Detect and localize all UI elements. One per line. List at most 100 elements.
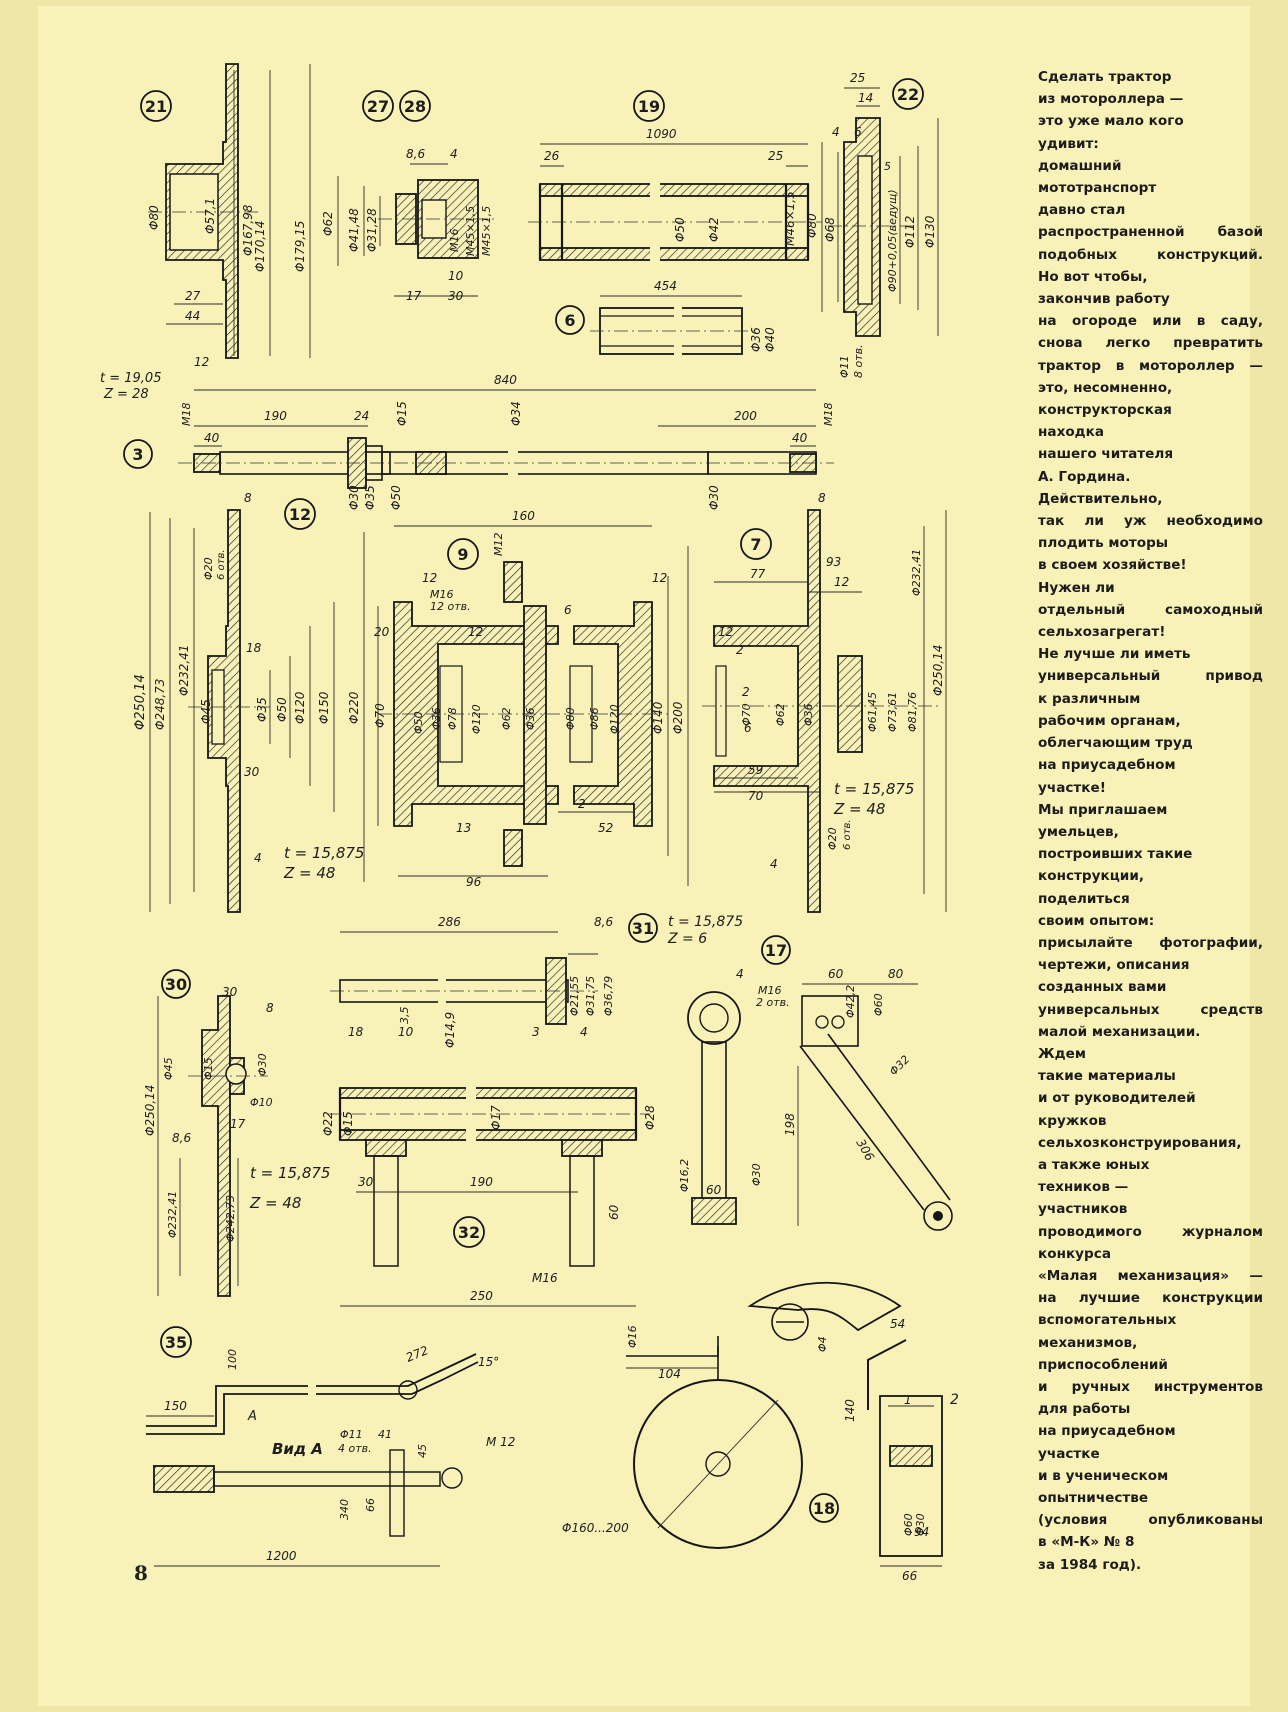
sidebar-line: давно стал <box>1038 202 1126 219</box>
dimension-label: 44 <box>185 309 200 323</box>
dimension-label: 340 <box>338 1499 351 1520</box>
dimension-label: Φ57,1 <box>203 198 217 234</box>
dimension-label: Φ250,14 <box>931 645 945 696</box>
dimension-label: Φ36 <box>524 707 537 730</box>
dimension-label: 4 <box>450 147 458 161</box>
sidebar-line: участников <box>1038 1201 1128 1218</box>
dimension-label: 25 <box>850 71 865 85</box>
dimension-label: Φ242,73 <box>224 1195 237 1242</box>
part-31: 31 t = 15,875 Z = 6 286 8,6 Φ21,55 Φ31,7… <box>330 913 743 1048</box>
dimension-label: 2 отв. <box>756 996 790 1009</box>
dimension-label: 3,5 <box>398 1007 411 1025</box>
dimension-label: Φ130 <box>923 215 937 248</box>
dimension-label: Вид А <box>272 1440 323 1458</box>
dimension-label: 8 <box>244 491 252 505</box>
part-number-balloon <box>892 78 924 110</box>
dimension-label: Φ250,14 <box>133 674 148 730</box>
dimension-label: Φ81,76 <box>906 692 919 732</box>
dimension-label: 12 <box>834 575 849 589</box>
part-3: t = 19,05 Z = 28 3 840 190 24 Φ15 Φ34 20… <box>100 371 835 510</box>
sidebar-line: на приусадебном <box>1038 757 1176 774</box>
sidebar-line: на огороде или в саду, <box>1038 313 1263 330</box>
dimension-label: 14 <box>858 91 873 105</box>
dimension-label: 2 <box>578 797 586 811</box>
part-number-balloon <box>161 969 191 999</box>
dimension-label: 26 <box>544 149 560 163</box>
sidebar-line: (условия опубликованы <box>1038 1512 1263 1529</box>
dimension-label: M12 <box>492 533 505 557</box>
dimension-label: 24 <box>354 409 369 423</box>
dimension-label: 93 <box>826 555 841 569</box>
dimension-label: Φ232,41 <box>177 645 191 696</box>
sidebar-line: а также юных <box>1038 1156 1150 1173</box>
part-27-28: 27 28 8,6 4 Φ62 Φ41,48 Φ31,28 M16 M45×1,… <box>321 90 498 303</box>
dimension-label: Φ78 <box>446 707 459 730</box>
dimension-label: Φ20 <box>826 827 839 850</box>
part-22: 22 25 14 4 6 5 Φ80 Φ68 Φ90+0,05(ведущ) Φ… <box>805 71 939 378</box>
dimension-label: 60 <box>706 1183 722 1197</box>
technical-drawing: 21 Φ80 Φ57,1 Φ167,98 Φ170,14 Φ179,15 27 … <box>100 63 959 1583</box>
dimension-label: Φ60 <box>872 993 885 1016</box>
dimension-label: 200 <box>734 409 757 423</box>
dimension-label: Φ17 <box>489 1105 503 1130</box>
part-number-balloon <box>362 90 394 122</box>
dimension-label: 8,6 <box>594 915 613 929</box>
dimension-label: 6 отв. <box>842 819 853 850</box>
dimension-label: M 12 <box>486 1435 515 1449</box>
dimension-label: 31 <box>632 919 654 938</box>
dimension-label: 4 <box>254 851 262 865</box>
dimension-label: Φ36,79 <box>602 976 615 1016</box>
part-number-balloon <box>453 1216 485 1248</box>
dimension-label: 2 <box>742 685 750 699</box>
sidebar-line: распространенной базой <box>1038 224 1263 241</box>
dimension-label: Φ80 <box>147 205 161 230</box>
dimension-label: 54 <box>890 1317 905 1331</box>
part-19: 19 1090 26 25 Φ50 Φ42 M46×1,5 <box>528 90 822 268</box>
dimension-label: Φ68 <box>823 217 837 242</box>
part-number-balloon <box>633 90 665 122</box>
dimension-label: 6 <box>564 603 572 617</box>
dimension-label: Φ36 <box>430 707 443 730</box>
sidebar-line: опытничестве <box>1038 1490 1149 1506</box>
sidebar-line: трактор в мотороллер — <box>1038 357 1263 374</box>
dimension-label: Φ120 <box>608 704 621 734</box>
dimension-label: 4 <box>770 857 778 871</box>
part-17: 17 4 M16 2 отв. 60 80 Φ42,2 Φ60 Φ32 198 … <box>678 935 953 1231</box>
dimension-label: 190 <box>470 1175 493 1189</box>
dimension-label: 286 <box>438 915 461 929</box>
dimension-label: Φ4 <box>816 1336 829 1352</box>
sidebar-line: техников — <box>1038 1179 1129 1196</box>
dimension-label: Φ36 <box>802 703 815 726</box>
sidebar-line: построивших такие <box>1038 846 1193 863</box>
sidebar-line: Но вот чтобы, <box>1038 268 1148 285</box>
sidebar-line: за 1984 год). <box>1038 1556 1142 1573</box>
dimension-label: Φ10 <box>250 1096 273 1109</box>
dimension-label: Φ232,41 <box>166 1191 179 1238</box>
dimension-label: 60 <box>607 1204 621 1220</box>
dimension-label: 28 <box>404 97 426 116</box>
sidebar-line: механизмов, <box>1038 1334 1138 1351</box>
part-number-balloon <box>740 528 772 560</box>
sidebar-line: мототранспорт <box>1038 180 1157 197</box>
sidebar-line: своим опытом: <box>1038 912 1155 929</box>
dimension-label: Φ40 <box>763 327 777 352</box>
dimension-label: 70 <box>748 789 764 803</box>
dimension-label: 6 отв. <box>216 549 227 580</box>
dimension-label: 30 <box>165 975 187 994</box>
dimension-label: 12 <box>422 571 437 585</box>
part-12: 12 8 Φ20 6 отв. Φ250,14 Φ248,73 Φ232,41 … <box>133 491 364 913</box>
dimension-label: 8 <box>818 491 826 505</box>
sidebar-line: Мы приглашаем <box>1038 801 1168 818</box>
sidebar-line: сельхозагрегат! <box>1038 624 1166 641</box>
dimension-label: Φ179,15 <box>293 221 307 272</box>
dimension-label: Φ21,55 <box>568 976 581 1016</box>
sidebar-line: так ли уж необходимо <box>1038 513 1263 530</box>
dimension-label: 77 <box>750 567 766 581</box>
dimension-label: 150 <box>164 1399 187 1413</box>
dimension-label: 32 <box>458 1223 480 1242</box>
dimension-label: Φ20 <box>202 557 215 580</box>
dimension-label: 8 отв. <box>852 344 865 378</box>
dimension-label: Φ220 <box>347 691 361 724</box>
dimension-label: 4 <box>832 125 840 139</box>
